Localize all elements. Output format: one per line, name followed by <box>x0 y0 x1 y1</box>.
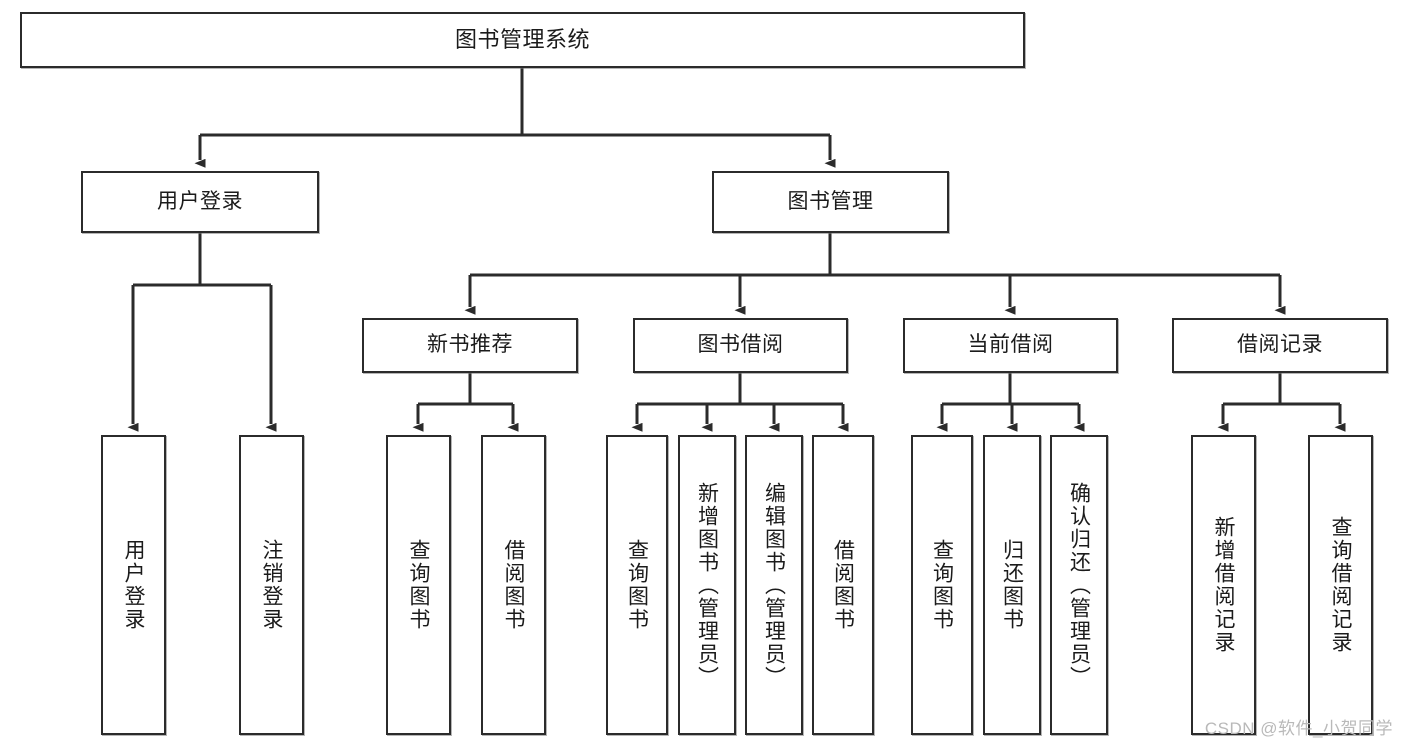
node-leaf-query-book-2-label: 查询图书 <box>625 539 649 631</box>
node-leaf-query-record-label: 查询借阅记录 <box>1329 516 1352 654</box>
node-leaf-query-book-3-label: 查询图书 <box>930 539 954 631</box>
node-leaf-add-book[interactable]: 新增图书（管理员） <box>678 435 736 735</box>
node-leaf-query-book-1-label: 查询图书 <box>407 539 430 631</box>
node-new-book-rec-label: 新书推荐 <box>427 333 513 357</box>
node-borrow-record[interactable]: 借阅记录 <box>1172 318 1388 373</box>
node-book-manage[interactable]: 图书管理 <box>712 171 949 233</box>
node-leaf-confirm-return-label: 确认归还（管理员） <box>1067 481 1091 689</box>
node-leaf-borrow-book-1[interactable]: 借阅图书 <box>481 435 546 735</box>
node-user-login-label: 用户登录 <box>157 189 243 213</box>
node-leaf-borrow-book-2[interactable]: 借阅图书 <box>812 435 874 735</box>
node-borrow-record-label: 借阅记录 <box>1237 333 1323 357</box>
node-leaf-query-book-1[interactable]: 查询图书 <box>386 435 451 735</box>
node-leaf-query-record[interactable]: 查询借阅记录 <box>1308 435 1373 735</box>
node-leaf-user-logout-label: 注销登录 <box>260 539 283 631</box>
node-current-borrow[interactable]: 当前借阅 <box>903 318 1118 373</box>
node-leaf-user-login-label: 用户登录 <box>122 539 145 631</box>
node-leaf-add-record[interactable]: 新增借阅记录 <box>1191 435 1256 735</box>
node-leaf-add-record-label: 新增借阅记录 <box>1212 516 1235 654</box>
node-leaf-return-book[interactable]: 归还图书 <box>983 435 1041 735</box>
node-leaf-user-logout[interactable]: 注销登录 <box>239 435 304 735</box>
node-leaf-query-book-3[interactable]: 查询图书 <box>911 435 973 735</box>
node-new-book-rec[interactable]: 新书推荐 <box>362 318 578 373</box>
node-current-borrow-label: 当前借阅 <box>967 333 1054 357</box>
node-leaf-user-login[interactable]: 用户登录 <box>101 435 166 735</box>
node-book-manage-label: 图书管理 <box>787 189 874 213</box>
node-leaf-query-book-2[interactable]: 查询图书 <box>606 435 668 735</box>
node-root-label: 图书管理系统 <box>454 27 590 53</box>
node-leaf-borrow-book-2-label: 借阅图书 <box>831 539 855 631</box>
node-leaf-confirm-return[interactable]: 确认归还（管理员） <box>1050 435 1108 735</box>
node-user-login[interactable]: 用户登录 <box>81 171 319 233</box>
node-book-borrow[interactable]: 图书借阅 <box>633 318 848 373</box>
node-leaf-add-book-label: 新增图书（管理员） <box>695 481 719 689</box>
watermark: CSDN @软件_小贺同学 <box>1204 719 1393 738</box>
node-leaf-edit-book[interactable]: 编辑图书（管理员） <box>745 435 803 735</box>
node-root[interactable]: 图书管理系统 <box>20 12 1025 68</box>
node-leaf-borrow-book-1-label: 借阅图书 <box>502 539 525 631</box>
node-book-borrow-label: 图书借阅 <box>697 333 784 357</box>
node-leaf-edit-book-label: 编辑图书（管理员） <box>762 481 786 689</box>
node-leaf-return-book-label: 归还图书 <box>1000 539 1024 631</box>
